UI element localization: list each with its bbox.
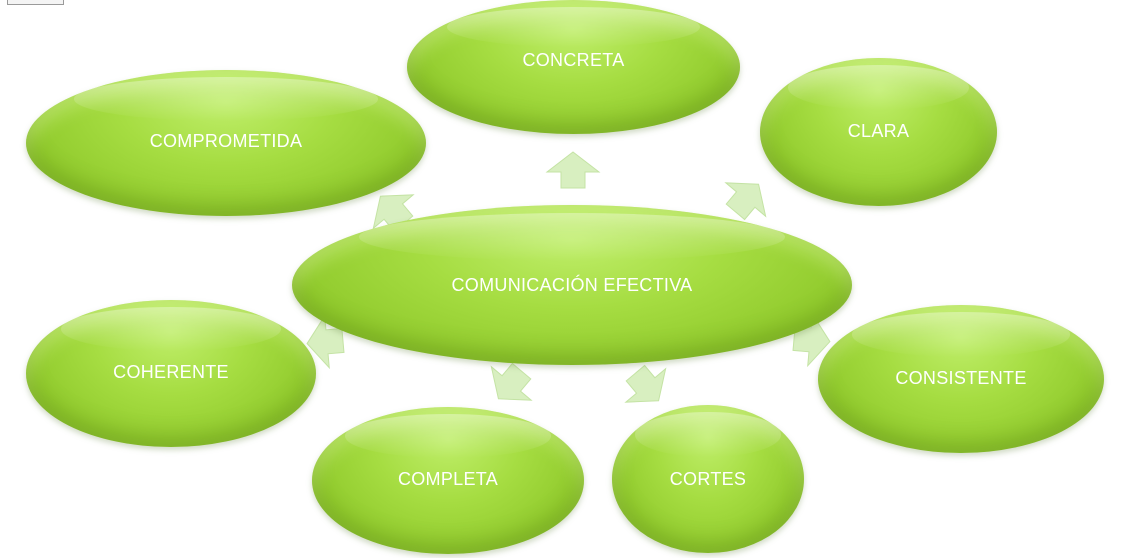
node-completa: COMPLETA [312,407,584,554]
arrow-to-cortes [611,352,683,421]
node-concreta: CONCRETA [407,0,740,134]
center-label: COMUNICACIÓN EFECTIVA [451,274,693,295]
arrow-to-concreta [543,150,603,190]
node-label: COMPROMETIDA [149,131,303,151]
node-label: CONCRETA [522,50,625,70]
corner-box [7,0,64,5]
node-label: COHERENTE [113,362,229,382]
arrow-to-clara [711,163,783,232]
node-label: CONSISTENTE [895,368,1027,388]
node-comprometida: COMPROMETIDA [26,70,426,216]
node-label: COMPLETA [397,469,499,489]
center-node: COMUNICACIÓN EFECTIVA [292,205,852,365]
node-label: CLARA [847,121,910,141]
arrow-to-completa [474,350,546,419]
node-consistente: CONSISTENTE [818,305,1104,453]
node-cortes: CORTES [612,405,804,553]
node-coherente: COHERENTE [26,300,316,447]
node-clara: CLARA [760,58,997,206]
node-label: CORTES [669,469,747,489]
